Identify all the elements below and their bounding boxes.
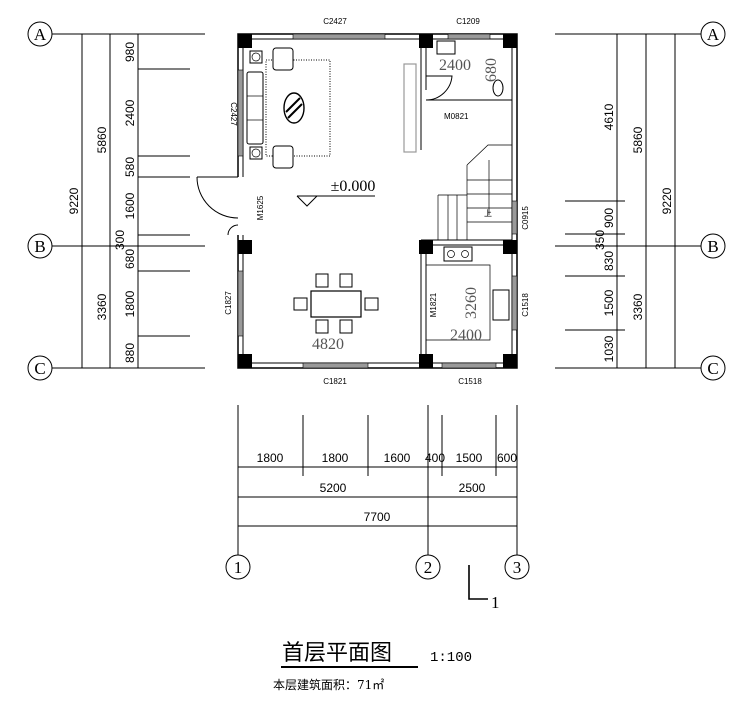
dim-left-8: 880 (123, 343, 137, 363)
bottom-dimensions: 1800 1800 1600 400 1500 600 5200 2500 77… (225, 405, 530, 612)
axis-label-1: 1 (234, 558, 243, 577)
dim-bottom-2: 1800 (322, 451, 349, 465)
axis-bubble-b-right (700, 233, 726, 259)
dim-left-5: 300 (113, 230, 127, 250)
dim-kitchen-width: 2400 (450, 327, 482, 344)
axis-label-c-right: C (707, 359, 718, 378)
building (196, 33, 518, 369)
stove (443, 246, 473, 262)
dim-living-width: 4820 (312, 336, 344, 353)
dim-left-6: 680 (123, 249, 137, 269)
section-mark-icon (468, 565, 488, 600)
plan-labels: C2427 C1209 C2427 M1625 C1827 M0821 M182… (224, 17, 530, 386)
label-door-kitchen: M1821 (429, 292, 438, 317)
label-window-right-lower: C1518 (521, 293, 530, 317)
dim-left-total: 9220 (67, 187, 81, 214)
dim-bottom-sub-1: 5200 (320, 481, 347, 495)
dim-bottom-total: 7700 (364, 510, 391, 524)
dim-bottom-5: 1500 (456, 451, 483, 465)
dim-left-3: 580 (123, 157, 137, 177)
axis-label-2: 2 (424, 558, 433, 577)
label-window-top-left: C2427 (323, 17, 347, 26)
window-c1518-right (511, 275, 518, 331)
dim-left-lower: 3360 (95, 293, 109, 320)
axis-bubble-3 (504, 554, 530, 580)
axis-label-c: C (34, 359, 45, 378)
label-window-right-upper: C0915 (521, 206, 530, 230)
dim-right-3: 350 (593, 230, 607, 250)
dim-bottom-4: 400 (425, 451, 445, 465)
dim-left-7: 1800 (123, 290, 137, 317)
sofa-set (246, 47, 331, 169)
window-c2427-left (237, 69, 244, 157)
dim-bottom-sub-2: 2500 (459, 481, 486, 495)
label-window-left-lower: C1827 (224, 291, 233, 315)
dim-left-2: 2400 (123, 99, 137, 126)
dim-right-6: 1030 (602, 335, 616, 362)
axis-bubble-a (27, 21, 53, 47)
dim-bottom-1: 1800 (257, 451, 284, 465)
axis-label-a-right: A (707, 25, 720, 44)
dim-bottom-6: 600 (497, 451, 517, 465)
window-c1821 (302, 362, 369, 369)
dim-kitchen-height: 3260 (463, 287, 480, 319)
section-mark-label: 1 (491, 593, 500, 612)
label-door-main: M1625 (256, 195, 265, 220)
window-c2427-top (292, 33, 386, 40)
axis-bubble-a-right (700, 21, 726, 47)
label-window-left-upper: C2427 (229, 102, 238, 126)
axis-label-3: 3 (513, 558, 522, 577)
axis-label-b-right: B (707, 237, 718, 256)
window-c0915 (511, 200, 518, 235)
dim-right-lower: 3360 (631, 293, 645, 320)
dim-left-upper: 5860 (95, 126, 109, 153)
dim-wc-width: 2400 (439, 57, 471, 74)
dim-right-total: 9220 (660, 187, 674, 214)
axis-label-a: A (34, 25, 47, 44)
toilet (492, 79, 504, 97)
axis-bubble-1 (225, 554, 251, 580)
axis-label-b: B (34, 237, 45, 256)
axis-bubble-c (27, 355, 53, 381)
axis-bubble-c-right (700, 355, 726, 381)
dim-bottom-3: 1600 (384, 451, 411, 465)
dim-left-4: 1600 (123, 192, 137, 219)
axis-bubble-2 (415, 554, 441, 580)
label-window-bottom-left: C1821 (323, 377, 347, 386)
dining-table (293, 273, 379, 334)
floor-area: 本层建筑面积：71㎡ (273, 677, 384, 692)
axis-bubble-b (27, 233, 53, 259)
window-c1518-bottom (441, 362, 497, 369)
label-window-top-right: C1209 (456, 17, 480, 26)
main-door-swing (196, 176, 239, 219)
window-c1209 (447, 33, 491, 40)
left-dimensions: A B C 9220 5860 3360 980 2400 580 1600 3… (27, 21, 205, 381)
dim-right-5: 1500 (602, 289, 616, 316)
dim-right-upper: 5860 (631, 126, 645, 153)
dim-right-4: 830 (602, 251, 616, 271)
dim-right-2: 900 (602, 208, 616, 228)
title: 首层平面图 (282, 641, 392, 666)
drawing-title: 首层平面图 1:100 本层建筑面积：71㎡ (273, 641, 472, 692)
right-dimensions: A B C 4610 900 350 830 1500 1030 5860 33… (555, 21, 726, 381)
sink (492, 289, 510, 321)
dim-right-1: 4610 (602, 103, 616, 130)
wash-basin (436, 40, 456, 55)
staircase (437, 144, 512, 240)
wc-door (425, 75, 453, 101)
level-marker: ±0.000 (331, 178, 376, 195)
label-window-bottom-right: C1518 (458, 377, 482, 386)
scale: 1:100 (430, 650, 472, 666)
dim-left-1: 980 (123, 42, 137, 62)
window-c1827 (237, 270, 244, 337)
dim-wc-height: 680 (483, 58, 500, 82)
stair-up-label: 上 (484, 209, 492, 218)
label-door-wc: M0821 (444, 112, 469, 121)
